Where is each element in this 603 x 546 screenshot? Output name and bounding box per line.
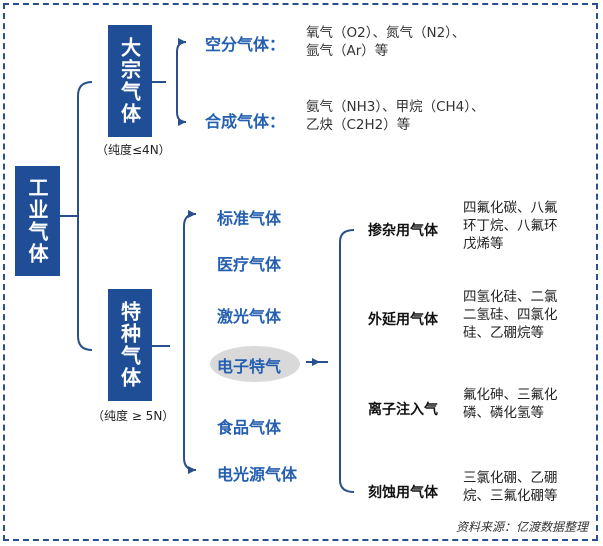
synthesis-gas-desc: 氨气（NH3）、甲烷（CH4）、 乙炔（C2H2）等: [306, 98, 485, 134]
source-note: 资料来源：亿渡数据整理: [455, 520, 588, 534]
desc-line: 烷、三氟化硼等: [463, 488, 558, 504]
desc-line: 氧气（O2）、氮气（N2）、: [306, 25, 466, 41]
ion-implant-gas-desc: 氟化砷、三氟化 磷、磷化氢等: [463, 386, 558, 422]
ion-implant-gas-label: 离子注入气: [368, 402, 438, 418]
etching-gas-label: 刻蚀用气体: [368, 485, 438, 501]
desc-line: 磷、磷化氢等: [463, 405, 544, 421]
synthesis-gas-label: 合成气体：: [205, 112, 286, 131]
air-separation-gas-label: 空分气体：: [205, 35, 286, 54]
desc-line: 三氯化硼、乙硼: [463, 470, 558, 486]
desc-line: 二氢硅、四氯化: [463, 307, 558, 323]
standard-gas-label: 标准气体: [217, 209, 282, 228]
root-box: 工业气体: [15, 166, 60, 276]
etching-gas-desc: 三氯化硼、乙硼 烷、三氟化硼等: [463, 469, 558, 505]
doping-gas-desc: 四氟化碳、八氟 环丁烷、八氟环 戊烯等: [463, 199, 558, 253]
laser-gas-label: 激光气体: [217, 307, 282, 326]
air-separation-gas-desc: 氧气（O2）、氮气（N2）、 氩气（Ar）等: [306, 24, 465, 60]
bulk-purity-label: （纯度≤4N）: [96, 143, 171, 157]
medical-gas-label: 医疗气体: [217, 255, 282, 274]
epitaxy-gas-label: 外延用气体: [368, 312, 438, 328]
special-purity-label: （纯度 ≥ 5N）: [92, 409, 175, 423]
doping-gas-label: 掺杂用气体: [368, 223, 438, 239]
desc-line: 硅、乙硼烷等: [463, 325, 544, 341]
diagram-frame: [3, 3, 598, 541]
desc-line: 戊烯等: [463, 236, 504, 252]
electronic-gas-label: 电子特气: [217, 357, 282, 376]
desc-line: 氨气（NH3）、甲烷（CH4）、: [306, 99, 485, 115]
special-gas-box: 特种气体: [108, 289, 152, 401]
desc-line: 四氢化硅、二氯: [463, 289, 558, 305]
desc-line: 环丁烷、八氟环: [463, 218, 558, 234]
light-source-gas-label: 电光源气体: [217, 465, 298, 484]
desc-line: 氟化砷、三氟化: [463, 387, 558, 403]
food-gas-label: 食品气体: [217, 418, 282, 437]
desc-line: 氩气（Ar）等: [306, 43, 389, 59]
desc-line: 四氟化碳、八氟: [463, 200, 558, 216]
desc-line: 乙炔（C2H2）等: [306, 117, 411, 133]
bulk-gas-box: 大宗气体: [108, 25, 152, 137]
epitaxy-gas-desc: 四氢化硅、二氯 二氢硅、四氯化 硅、乙硼烷等: [463, 288, 558, 342]
electronic-gas-highlight: [210, 346, 300, 382]
